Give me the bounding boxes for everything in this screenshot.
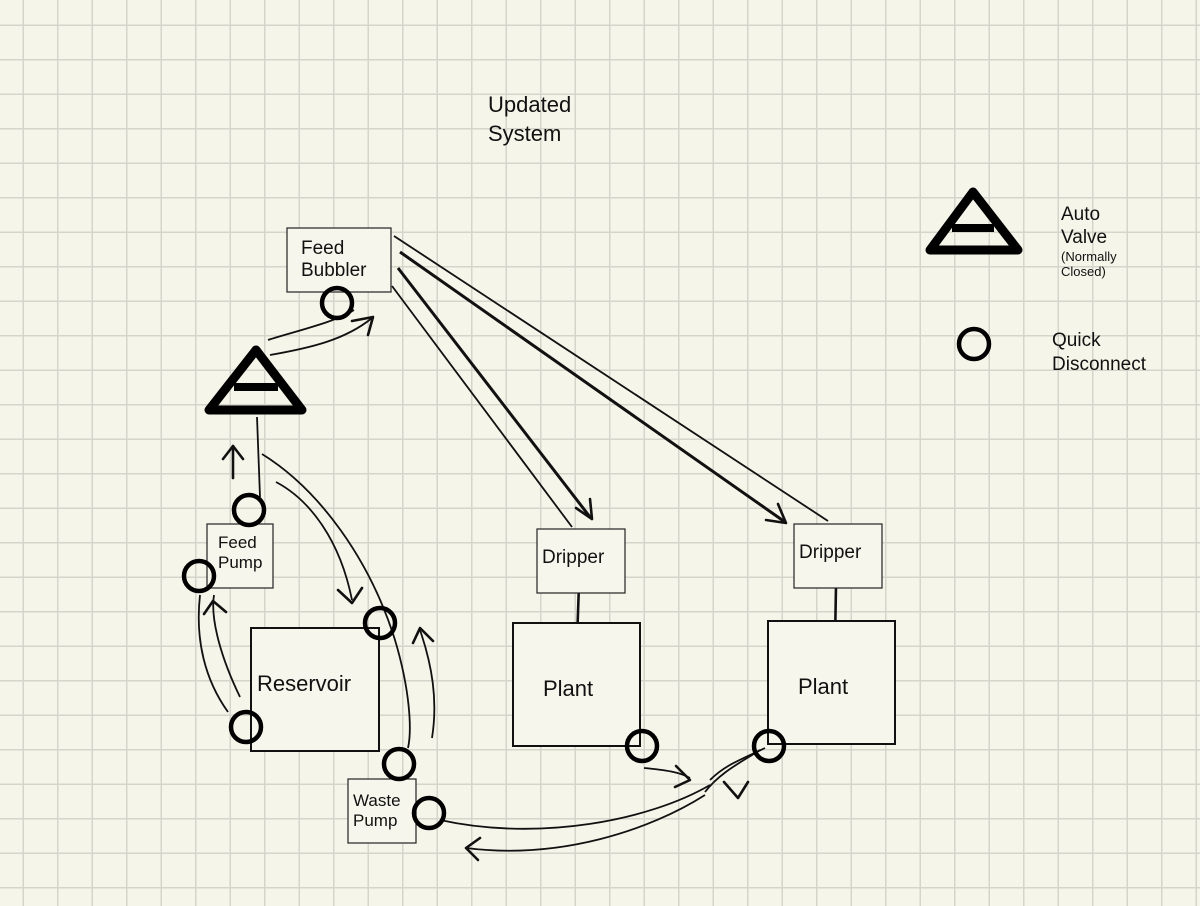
legend-quick-disconnect-label-2: Disconnect [1052, 354, 1147, 375]
qd-feed-pump-left-icon[interactable] [181, 558, 217, 594]
circle-icon [956, 326, 992, 362]
waste-pump-label-2: Pump [353, 811, 397, 830]
plants-to-waste-flow [439, 747, 766, 862]
plant-1-node[interactable]: Plant [512, 622, 641, 747]
legend-auto-valve-note-1: (Normally [1061, 249, 1117, 264]
qd-waste-pump-top-icon[interactable] [381, 746, 417, 782]
legend-auto-valve-label-1: Auto [1061, 204, 1100, 225]
valve-to-bubbler-flow [267, 309, 375, 356]
diagram-title-line1: Updated [488, 92, 571, 117]
plant-2-node[interactable]: Plant [767, 620, 896, 745]
waste-pump-label-1: Waste [353, 791, 401, 810]
qd-waste-pump-right-icon[interactable] [411, 795, 447, 831]
feed-pump-to-valve-flow [221, 416, 261, 498]
diagram-title-line2: System [488, 121, 561, 146]
feed-bubbler-label-1: Feed [301, 238, 344, 259]
reservoir-to-feed-pump-flow [197, 594, 241, 713]
dripper-1-node[interactable]: Dripper [536, 528, 626, 594]
feed-pump-label-2: Pump [218, 553, 262, 572]
feed-bubbler-node[interactable]: Feed Bubbler [286, 227, 392, 293]
plant-2-label: Plant [798, 674, 848, 699]
qd-plant-2-icon[interactable] [751, 728, 787, 764]
feed-bubbler-label-2: Bubbler [301, 260, 367, 281]
auto-valve-node[interactable] [204, 345, 307, 415]
dripper-1-label: Dripper [542, 547, 605, 568]
waste-to-reservoir-return [411, 626, 436, 739]
legend-quick-disconnect-label-1: Quick [1052, 330, 1101, 351]
reservoir-label: Reservoir [257, 671, 351, 696]
plant-1-label: Plant [543, 676, 593, 701]
dripper-2-label: Dripper [799, 542, 862, 563]
qd-plant-1-icon[interactable] [624, 728, 660, 764]
triangle-valve-icon [925, 187, 1023, 255]
valve-to-reservoir-flow [261, 453, 411, 749]
qd-bubbler-icon[interactable] [319, 285, 355, 321]
feed-pump-label-1: Feed [218, 533, 257, 552]
quick-disconnects [181, 285, 787, 831]
qd-reservoir-right-icon[interactable] [362, 605, 398, 641]
triangle-valve-icon [204, 345, 307, 415]
waste-pump-node[interactable]: Waste Pump [347, 778, 417, 844]
qd-feed-pump-top-icon[interactable] [231, 492, 267, 528]
legend-auto-valve-label-2: Valve [1061, 227, 1107, 248]
legend-auto-valve: Auto Valve (Normally Closed) [925, 187, 1117, 279]
reservoir-node[interactable]: Reservoir [250, 627, 380, 752]
qd-reservoir-left-icon[interactable] [228, 709, 264, 745]
dripper-2-node[interactable]: Dripper [793, 523, 883, 589]
legend-quick-disconnect: Quick Disconnect [956, 326, 1147, 375]
feed-pump-node[interactable]: Feed Pump [206, 523, 274, 589]
legend: Auto Valve (Normally Closed) Quick Disco… [925, 187, 1147, 375]
bubbler-to-drippers-lines [391, 235, 829, 528]
legend-auto-valve-note-2: Closed) [1061, 264, 1106, 279]
